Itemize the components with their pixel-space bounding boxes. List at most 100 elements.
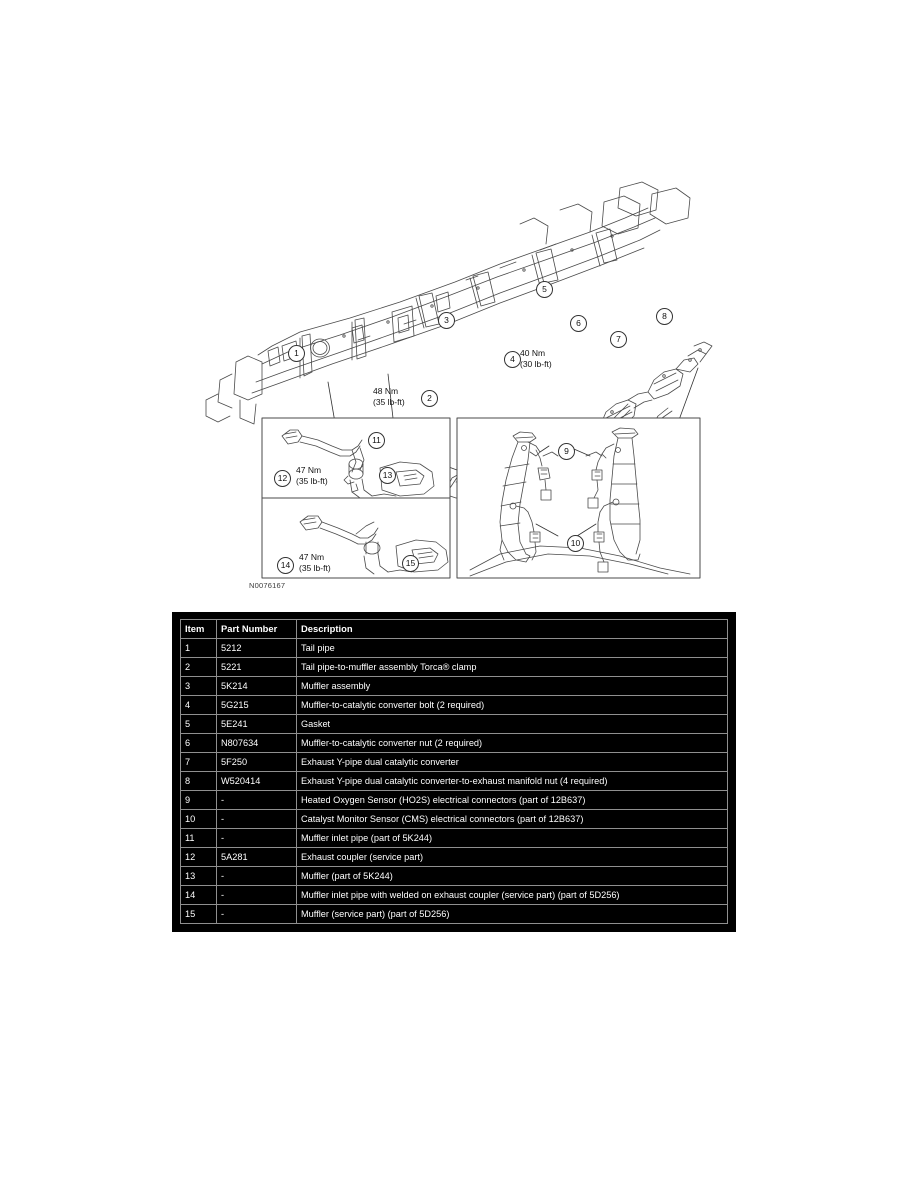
cell-item: 9 xyxy=(180,790,217,810)
callout-12: 12 xyxy=(274,470,291,487)
inset-muffler-inlet-pipe xyxy=(281,429,435,499)
cell-description: Exhaust coupler (service part) xyxy=(296,847,728,867)
callout-1: 1 xyxy=(288,345,305,362)
callout-10: 10 xyxy=(567,535,584,552)
table-row: 13-Muffler (part of 5K244) xyxy=(180,866,728,886)
header-part-number: Part Number xyxy=(216,619,297,639)
callout-9: 9 xyxy=(558,443,575,460)
header-item: Item xyxy=(180,619,217,639)
left-inset-panels xyxy=(261,417,451,579)
torque-nm: 48 Nm xyxy=(373,386,399,396)
torque-spec-40nm: 40 Nm (30 lb-ft) xyxy=(520,348,552,369)
table-row: 10-Catalyst Monitor Sensor (CMS) electri… xyxy=(180,809,728,829)
cell-part-number: - xyxy=(216,866,297,886)
cell-part-number: - xyxy=(216,809,297,829)
inset-left-converter xyxy=(499,431,541,563)
cell-description: Gasket xyxy=(296,714,728,734)
cell-part-number: 5E241 xyxy=(216,714,297,734)
cell-description: Exhaust Y-pipe dual catalytic converter-… xyxy=(296,771,728,791)
cell-part-number: 5G215 xyxy=(216,695,297,715)
inset-right-converter xyxy=(599,427,641,561)
cell-part-number: - xyxy=(216,790,297,810)
callout-6: 6 xyxy=(570,315,587,332)
torque-lbft: (35 lb-ft) xyxy=(296,475,328,486)
cell-part-number: - xyxy=(216,885,297,905)
cell-item: 5 xyxy=(180,714,217,734)
cell-part-number: 5212 xyxy=(216,638,297,658)
torque-lbft: (30 lb-ft) xyxy=(520,358,552,369)
cell-item: 6 xyxy=(180,733,217,753)
inset-ho2s-connectors xyxy=(535,449,603,509)
cell-part-number: 5F250 xyxy=(216,752,297,772)
cell-item: 3 xyxy=(180,676,217,696)
callout-8: 8 xyxy=(656,308,673,325)
header-description: Description xyxy=(296,619,728,639)
torque-nm: 47 Nm xyxy=(299,552,325,562)
callout-5: 5 xyxy=(536,281,553,298)
cell-item: 11 xyxy=(180,828,217,848)
cell-item: 2 xyxy=(180,657,217,677)
cell-description: Muffler-to-catalytic converter nut (2 re… xyxy=(296,733,728,753)
torque-lbft: (35 lb-ft) xyxy=(299,562,331,573)
figure-id-label: N0076167 xyxy=(249,581,286,590)
torque-spec-47nm-lower: 47 Nm (35 lb-ft) xyxy=(299,552,331,573)
cell-item: 13 xyxy=(180,866,217,886)
cell-part-number: - xyxy=(216,828,297,848)
cell-description: Muffler-to-catalytic converter bolt (2 r… xyxy=(296,695,728,715)
inset-cms-connectors xyxy=(527,511,609,573)
callout-15: 15 xyxy=(402,555,419,572)
cell-part-number: W520414 xyxy=(216,771,297,791)
right-inset-panel xyxy=(456,417,701,579)
cell-description: Muffler inlet pipe (part of 5K244) xyxy=(296,828,728,848)
cell-part-number: 5A281 xyxy=(216,847,297,867)
cell-description: Muffler (service part) (part of 5D256) xyxy=(296,904,728,924)
exhaust-system-diagram: 1 2 3 4 5 6 7 8 9 10 11 12 13 14 15 48 N… xyxy=(0,150,918,610)
cell-description: Tail pipe xyxy=(296,638,728,658)
torque-lbft: (35 lb-ft) xyxy=(373,396,405,407)
cell-item: 14 xyxy=(180,885,217,905)
cell-part-number: N807634 xyxy=(216,733,297,753)
table-row: 9-Heated Oxygen Sensor (HO2S) electrical… xyxy=(180,790,728,810)
cell-description: Heated Oxygen Sensor (HO2S) electrical c… xyxy=(296,790,728,810)
cell-item: 15 xyxy=(180,904,217,924)
torque-nm: 47 Nm xyxy=(296,465,322,475)
table-row: 15-Muffler (service part) (part of 5D256… xyxy=(180,904,728,924)
table-header-row: Item Part Number Description xyxy=(180,619,728,639)
cell-item: 7 xyxy=(180,752,217,772)
cell-description: Muffler inlet pipe with welded on exhaus… xyxy=(296,885,728,905)
table-row: 11-Muffler inlet pipe (part of 5K244) xyxy=(180,828,728,848)
cell-description: Muffler (part of 5K244) xyxy=(296,866,728,886)
table-row: 14-Muffler inlet pipe with welded on exh… xyxy=(180,885,728,905)
cell-part-number: 5K214 xyxy=(216,676,297,696)
callout-7: 7 xyxy=(610,331,627,348)
cell-item: 12 xyxy=(180,847,217,867)
callout-4: 4 xyxy=(504,351,521,368)
cell-description: Tail pipe-to-muffler assembly Torca® cla… xyxy=(296,657,728,677)
cell-item: 1 xyxy=(180,638,217,658)
callout-2: 2 xyxy=(421,390,438,407)
torque-spec-48nm: 48 Nm (35 lb-ft) xyxy=(373,386,405,407)
cell-description: Muffler assembly xyxy=(296,676,728,696)
torque-spec-47nm-upper: 47 Nm (35 lb-ft) xyxy=(296,465,328,486)
cell-item: 10 xyxy=(180,809,217,829)
callout-11: 11 xyxy=(368,432,385,449)
cell-description: Exhaust Y-pipe dual catalytic converter xyxy=(296,752,728,772)
callout-13: 13 xyxy=(379,467,396,484)
cell-description: Catalyst Monitor Sensor (CMS) electrical… xyxy=(296,809,728,829)
vehicle-frame-rail xyxy=(205,181,691,425)
torque-nm: 40 Nm xyxy=(520,348,546,358)
cell-part-number: - xyxy=(216,904,297,924)
callout-14: 14 xyxy=(277,557,294,574)
